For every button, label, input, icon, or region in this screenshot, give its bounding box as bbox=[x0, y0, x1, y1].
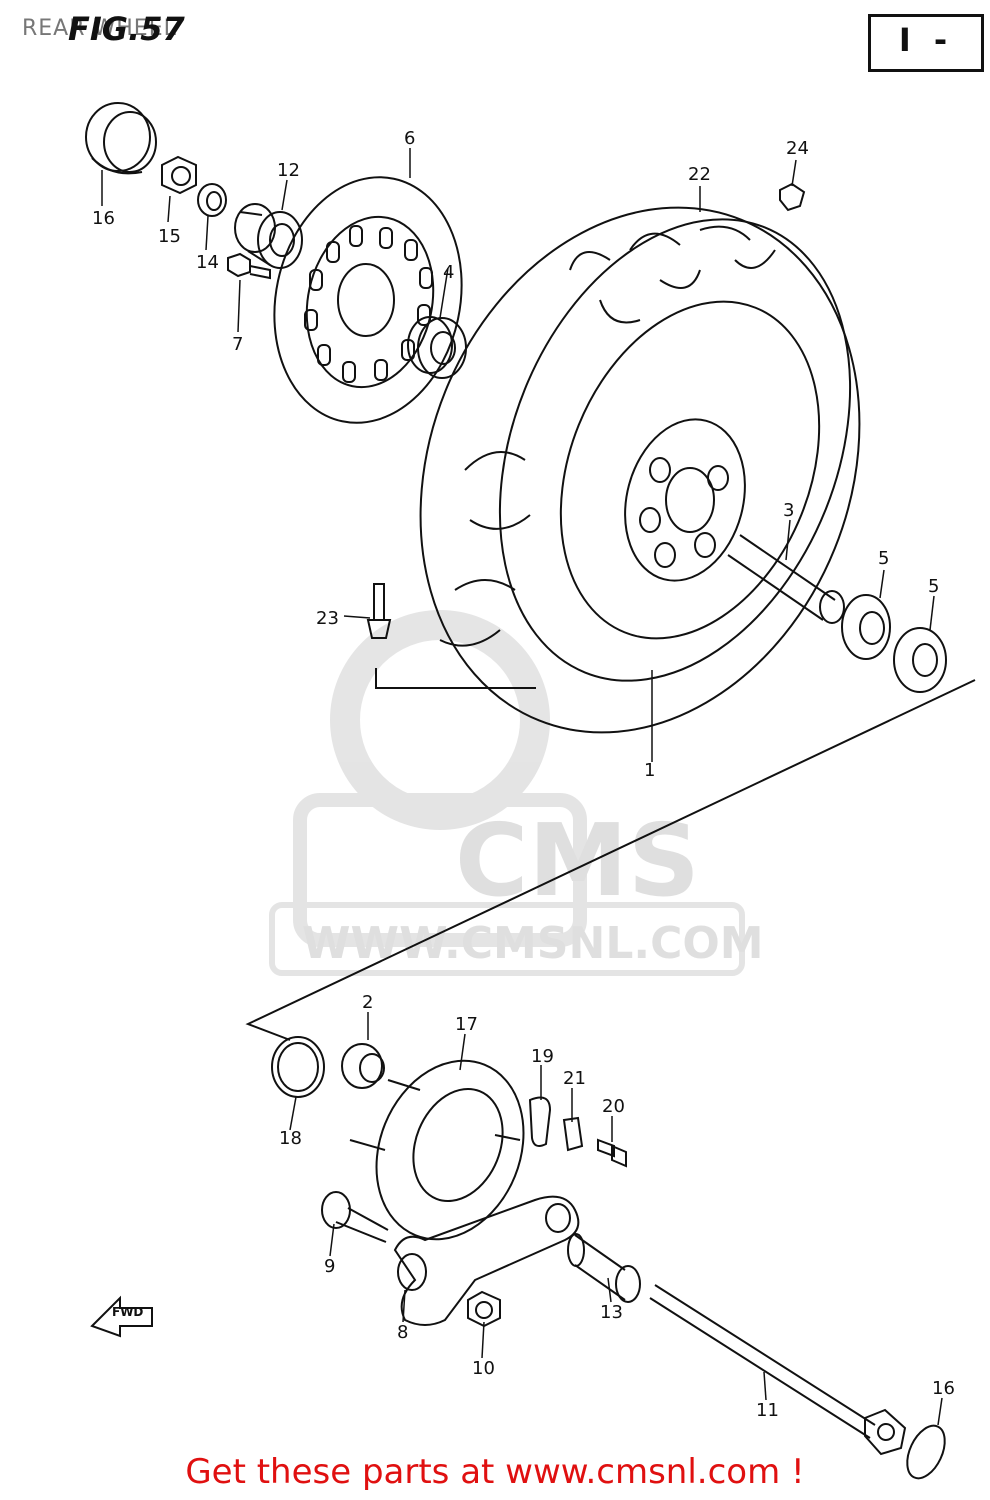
fwd-arrow-label: FWD bbox=[112, 1305, 143, 1319]
part-10-nut bbox=[467, 1290, 501, 1328]
callout-10: 10 bbox=[472, 1358, 495, 1379]
callout-2: 2 bbox=[362, 992, 373, 1013]
figure-number: FIG.57 bbox=[68, 10, 185, 48]
callout-16-top: 16 bbox=[92, 208, 115, 229]
callout-5-a: 5 bbox=[878, 548, 889, 569]
part-1-wheel-rim bbox=[559, 300, 821, 640]
callout-8: 8 bbox=[397, 1322, 408, 1343]
callout-1: 1 bbox=[644, 760, 655, 781]
section-badge-text: I - bbox=[898, 21, 954, 59]
callout-3: 3 bbox=[783, 500, 794, 521]
part-15-nut bbox=[161, 155, 197, 195]
watermark-brand: CMS bbox=[455, 802, 700, 919]
part-5-bearing-a bbox=[841, 594, 891, 660]
part-7-bolt bbox=[227, 252, 271, 280]
part-13-collar bbox=[567, 1233, 641, 1303]
callout-24: 24 bbox=[786, 138, 809, 159]
callout-5-b: 5 bbox=[928, 576, 939, 597]
part-19-damper bbox=[528, 1096, 552, 1147]
part-6-brake-disc bbox=[273, 176, 463, 424]
section-badge: I - bbox=[868, 14, 984, 72]
callout-14: 14 bbox=[196, 252, 219, 273]
callout-18: 18 bbox=[279, 1128, 302, 1149]
part-23-valve bbox=[366, 583, 392, 639]
part-20-bolt bbox=[597, 1138, 627, 1168]
fwd-arrow-icon: FWD bbox=[90, 1295, 153, 1338]
callout-22: 22 bbox=[688, 164, 711, 185]
footer-link-text[interactable]: Get these parts at www.cmsnl.com ! bbox=[185, 1452, 805, 1492]
callout-leader-lines bbox=[101, 148, 943, 1426]
callout-16-bottom: 16 bbox=[932, 1378, 955, 1399]
callout-13: 13 bbox=[600, 1302, 623, 1323]
part-3-spacer-tube bbox=[727, 534, 845, 624]
callout-23: 23 bbox=[316, 608, 339, 629]
assembly-guide-lines bbox=[245, 668, 976, 1041]
callout-21: 21 bbox=[563, 1068, 586, 1089]
callout-17: 17 bbox=[455, 1014, 478, 1035]
callout-20: 20 bbox=[602, 1096, 625, 1117]
part-11-axle bbox=[649, 1284, 907, 1456]
part-5-bearing-b bbox=[893, 627, 947, 693]
callout-19: 19 bbox=[531, 1046, 554, 1067]
callout-labels: 16 15 14 12 6 4 7 22 24 3 5 5 1 23 2 17 … bbox=[92, 128, 955, 1421]
part-16-cap-lower bbox=[906, 1424, 946, 1480]
watermark-url: WWW.CMSNL.COM bbox=[302, 918, 764, 969]
callout-9: 9 bbox=[324, 1256, 335, 1277]
callout-7: 7 bbox=[232, 334, 243, 355]
part-2-bearing bbox=[341, 1043, 385, 1089]
part-24-clip bbox=[779, 182, 806, 212]
watermark-logo: CMS WWW.CMSNL.COM bbox=[269, 610, 764, 976]
callout-6: 6 bbox=[404, 128, 415, 149]
part-8-torque-arm bbox=[393, 1195, 580, 1326]
part-16-cap bbox=[85, 102, 157, 175]
diagram-subtitle: REAR WHEEL bbox=[22, 16, 177, 41]
callout-4: 4 bbox=[443, 262, 454, 283]
part-17-sprocket-mount bbox=[349, 1059, 525, 1241]
part-22-tire bbox=[419, 206, 861, 734]
callout-11: 11 bbox=[756, 1400, 779, 1421]
part-14-washer bbox=[197, 183, 227, 217]
part-9-pin bbox=[321, 1191, 389, 1243]
part-4-bearing bbox=[407, 316, 467, 379]
part-12-spacer bbox=[234, 203, 303, 269]
callout-15: 15 bbox=[158, 226, 181, 247]
part-21-plate bbox=[562, 1116, 584, 1152]
part-18-o-ring bbox=[271, 1036, 325, 1098]
callout-12: 12 bbox=[277, 160, 300, 181]
